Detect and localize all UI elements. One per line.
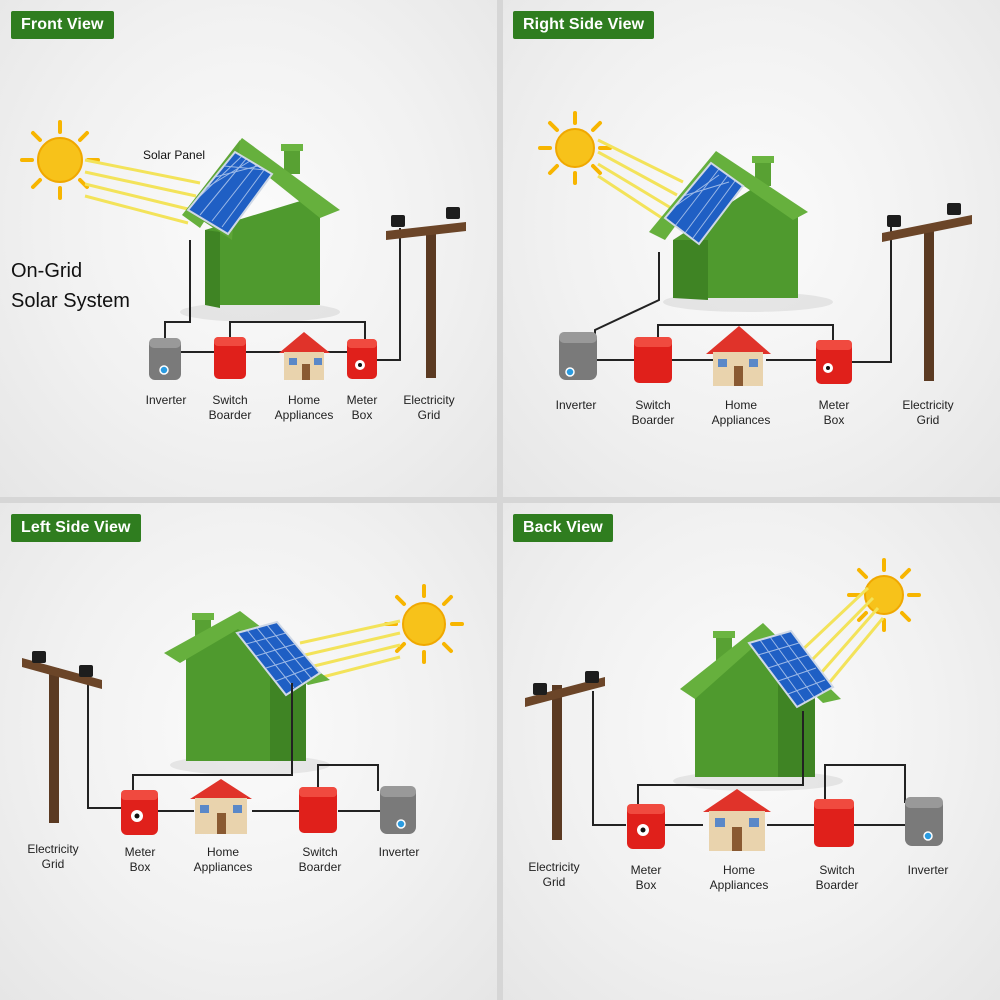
- switch-boarder-icon: [634, 337, 672, 383]
- wiring: [87, 678, 380, 812]
- label-inverter: Inverter: [555, 398, 597, 412]
- house-icon: [182, 138, 340, 308]
- solar-panel-icon: [747, 629, 835, 709]
- home-appliances-icon: [190, 779, 252, 834]
- inverter-icon: [905, 797, 943, 846]
- solar-panel-icon: [235, 620, 322, 697]
- label-inverter: Inverter: [378, 845, 420, 859]
- label-electricity-grid: Electricity Grid: [27, 842, 79, 871]
- switch-boarder-icon: [299, 787, 337, 833]
- label-electricity-grid: Electricity Grid: [403, 393, 455, 422]
- label-meter-box: Meter Box: [818, 398, 850, 427]
- switch-boarder-icon: [814, 799, 854, 847]
- home-appliances-icon: [703, 789, 771, 851]
- label-meter-box: Meter Box: [346, 393, 378, 422]
- solar-panel-icon: [663, 161, 745, 246]
- label-home-appliances: Home Appliances: [709, 863, 769, 892]
- label-home-appliances: Home Appliances: [274, 393, 334, 422]
- inverter-icon: [380, 786, 416, 834]
- right-side-view-panel: Right Side View Inverter Switch Boarder …: [503, 0, 1000, 497]
- meter-box-icon: [121, 790, 158, 835]
- meter-box-icon: [627, 804, 665, 849]
- left-side-view-scene: [22, 584, 464, 835]
- home-appliances-icon: [279, 332, 330, 380]
- left-side-view-panel: Left Side View Electricity Grid Meter Bo…: [0, 503, 497, 1000]
- view-title: Front View: [11, 11, 114, 39]
- meter-box-icon: [816, 340, 852, 384]
- label-home-appliances: Home Appliances: [193, 845, 253, 874]
- label-switch-boarder: Switch Boarder: [208, 393, 252, 422]
- label-electricity-grid: Electricity Grid: [528, 860, 580, 889]
- sun-rays: [84, 158, 201, 225]
- switch-boarder-icon: [214, 337, 246, 379]
- right-side-view-scene: [538, 111, 972, 386]
- wiring: [594, 222, 892, 363]
- utility-pole-icon: [882, 203, 972, 381]
- label-home-appliances: Home Appliances: [711, 398, 771, 427]
- sun-rays: [597, 138, 684, 222]
- back-view-scene: [525, 558, 943, 851]
- utility-pole-icon: [386, 207, 466, 378]
- label-switch-boarder: Switch Boarder: [631, 398, 675, 427]
- label-switch-boarder: Switch Boarder: [815, 863, 859, 892]
- sun-icon: [538, 111, 612, 185]
- utility-pole-icon: [22, 651, 102, 823]
- back-view-panel: Back View Electricity Grid Meter Box Hom…: [503, 503, 1000, 1000]
- label-inverter: Inverter: [145, 393, 187, 407]
- wiring: [592, 691, 906, 826]
- inverter-icon: [559, 332, 597, 380]
- sun-icon: [847, 558, 921, 632]
- front-view-scene: [20, 120, 466, 380]
- label-meter-box: Meter Box: [630, 863, 662, 892]
- view-title: Left Side View: [11, 514, 141, 542]
- label-switch-boarder: Switch Boarder: [298, 845, 342, 874]
- sun-rays: [299, 619, 401, 681]
- view-title: Right Side View: [513, 11, 655, 39]
- sun-rays: [797, 586, 885, 684]
- utility-pole-icon: [525, 671, 605, 840]
- solar-panel-icon: [186, 150, 274, 236]
- diagram-title: On-Grid Solar System: [11, 260, 130, 312]
- front-view-panel: Front View Solar Panel On-Grid Solar Sys…: [0, 0, 497, 497]
- meter-box-icon: [347, 339, 377, 379]
- label-inverter: Inverter: [907, 863, 949, 877]
- home-appliances-icon: [706, 326, 771, 386]
- solar-panel-label: Solar Panel: [143, 148, 206, 162]
- inverter-icon: [149, 338, 181, 380]
- sun-icon: [20, 120, 100, 200]
- view-title: Back View: [513, 514, 613, 542]
- label-meter-box: Meter Box: [124, 845, 156, 874]
- house-icon: [649, 151, 808, 300]
- sun-icon: [384, 584, 464, 664]
- wiring: [164, 228, 401, 361]
- label-electricity-grid: Electricity Grid: [902, 398, 954, 427]
